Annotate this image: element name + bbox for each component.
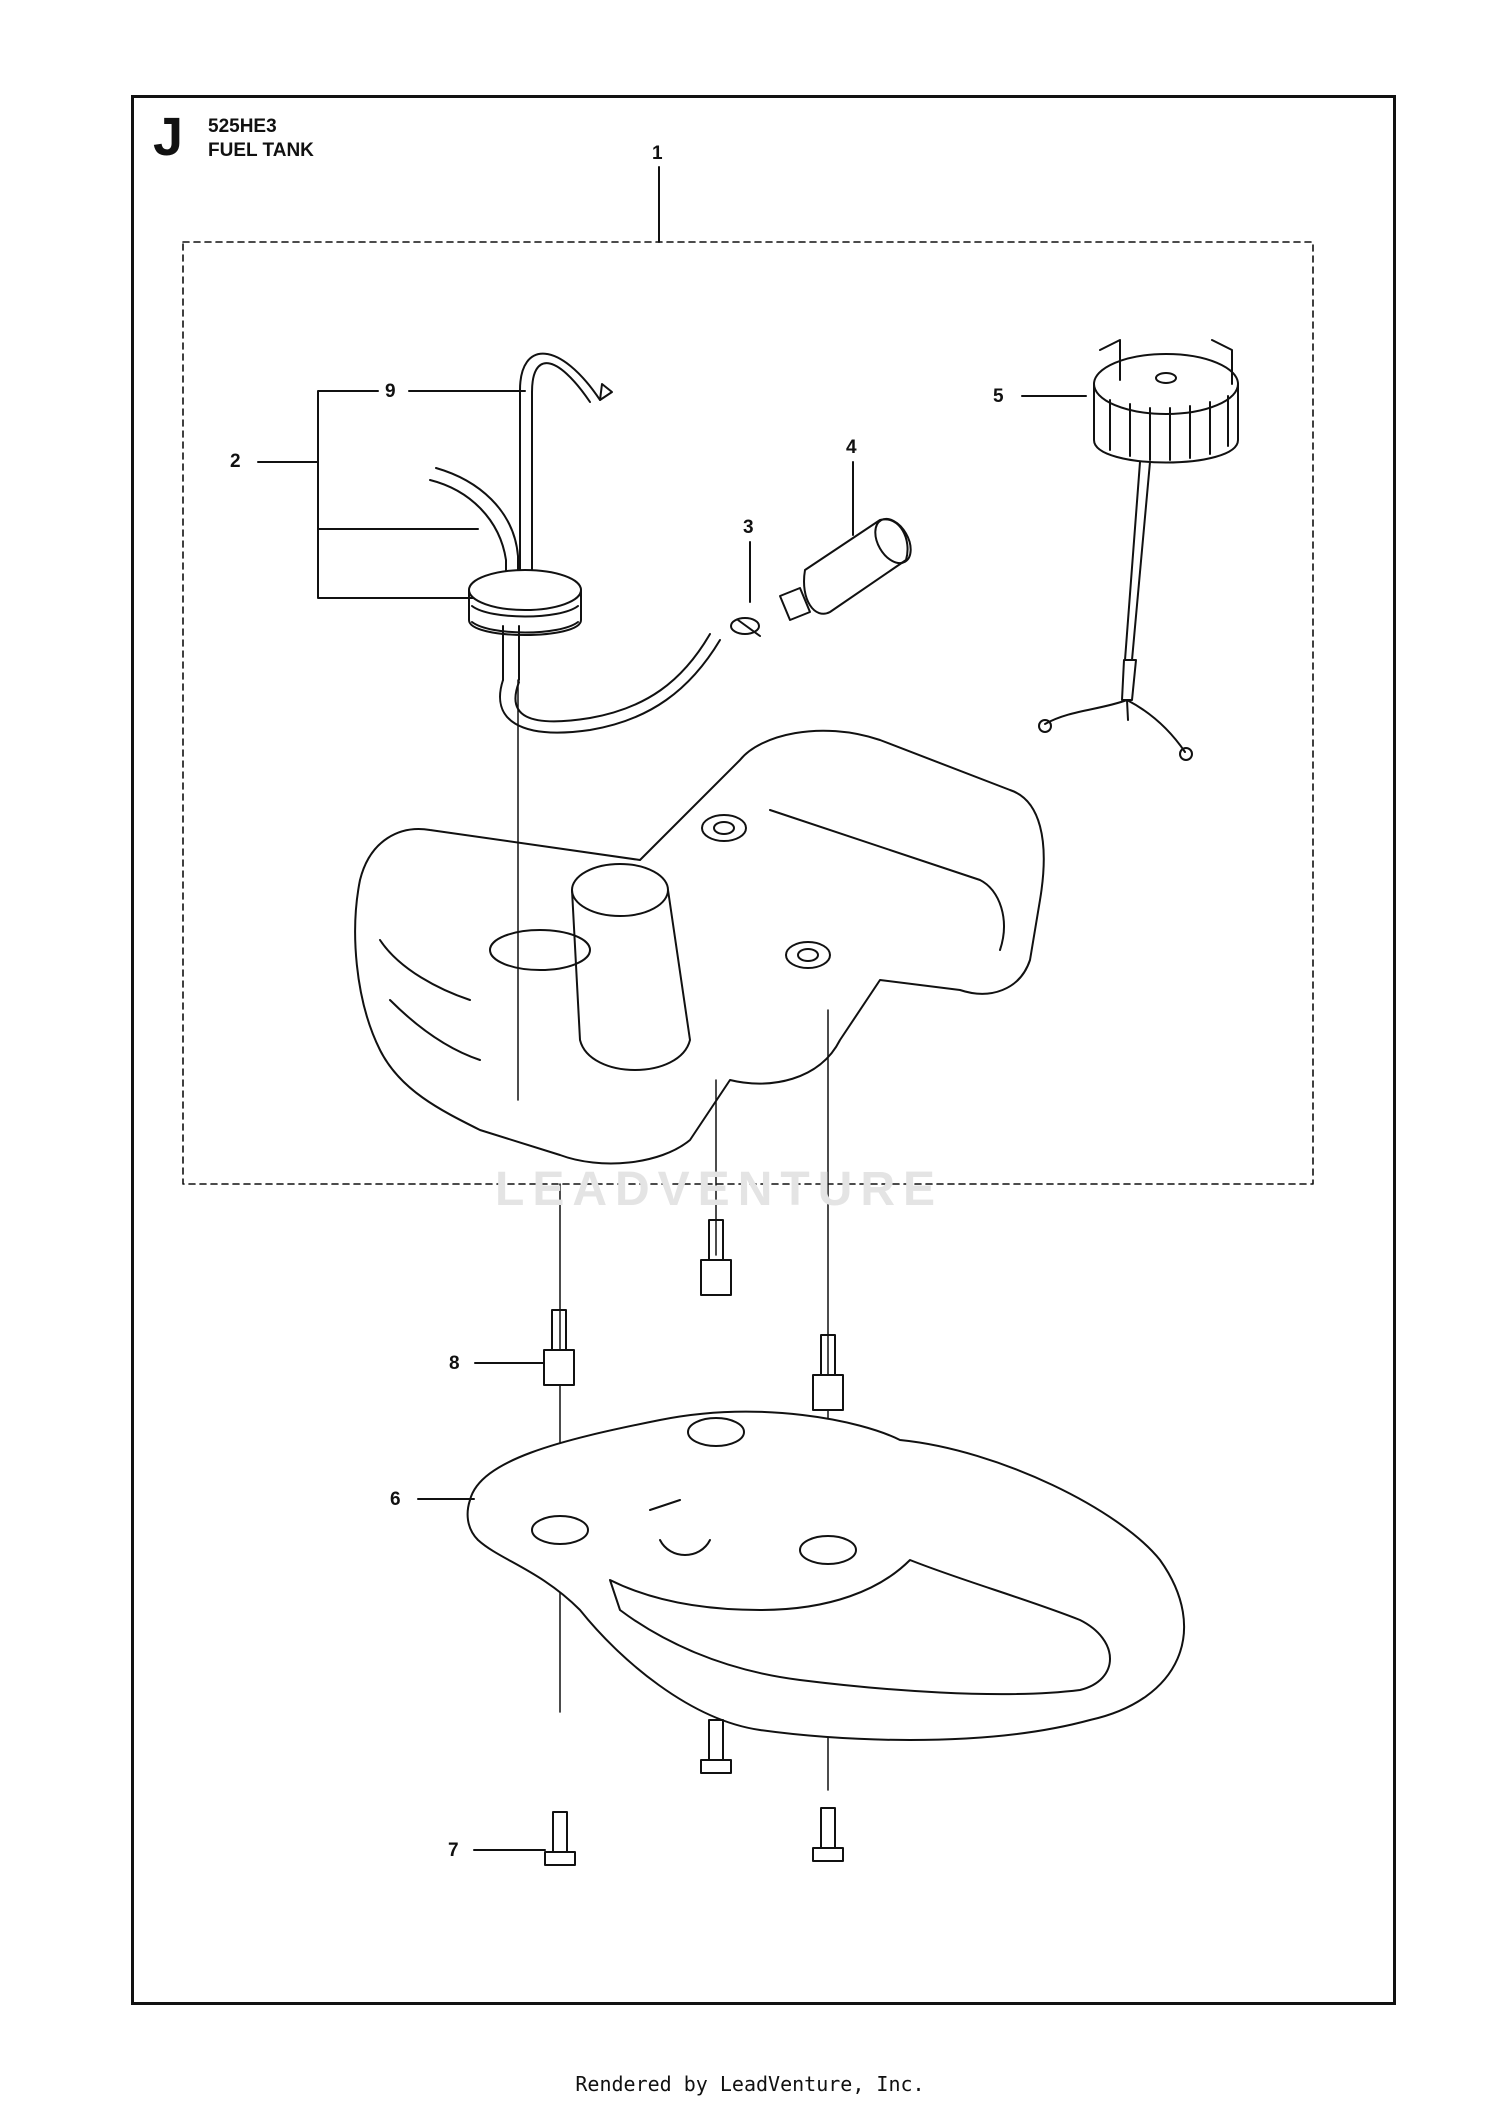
stud-8-left: [544, 1310, 574, 1385]
screw-7-middle: [701, 1720, 731, 1773]
assembly-group-box: [183, 242, 1313, 1184]
callout-1[interactable]: 1: [652, 143, 663, 164]
watermark: LEADVENTURE: [495, 1163, 944, 1216]
callout-4[interactable]: 4: [846, 437, 857, 458]
tank-cap-5: [1039, 340, 1238, 760]
fuel-hose-9: [520, 354, 612, 580]
grommet-2: [469, 570, 581, 680]
fuel-line-inner: [515, 634, 710, 721]
leader-2: [258, 391, 478, 598]
section-title: FUEL TANK: [208, 140, 314, 161]
callout-9[interactable]: 9: [385, 381, 396, 402]
stud-8-middle: [701, 1220, 731, 1295]
stud-8-right: [813, 1335, 843, 1410]
handle-base-6: [468, 1412, 1184, 1740]
callout-6[interactable]: 6: [390, 1489, 401, 1510]
return-hose: [430, 468, 518, 580]
clip-3: [731, 618, 760, 636]
model-number: 525HE3: [208, 116, 277, 137]
fuel-filter-4: [780, 513, 918, 620]
screw-7-right: [813, 1808, 843, 1861]
callout-7[interactable]: 7: [448, 1840, 459, 1861]
callout-8[interactable]: 8: [449, 1353, 460, 1374]
fuel-tank-body: [355, 731, 1044, 1164]
callout-5[interactable]: 5: [993, 386, 1004, 407]
screw-7-left: [545, 1812, 575, 1865]
diagram-frame: [131, 95, 1396, 2005]
footer-credit: Rendered by LeadVenture, Inc.: [575, 2072, 925, 2096]
callout-2[interactable]: 2: [230, 451, 241, 472]
section-letter: J: [153, 107, 184, 167]
fuel-line: [500, 640, 720, 733]
callout-3[interactable]: 3: [743, 517, 754, 538]
